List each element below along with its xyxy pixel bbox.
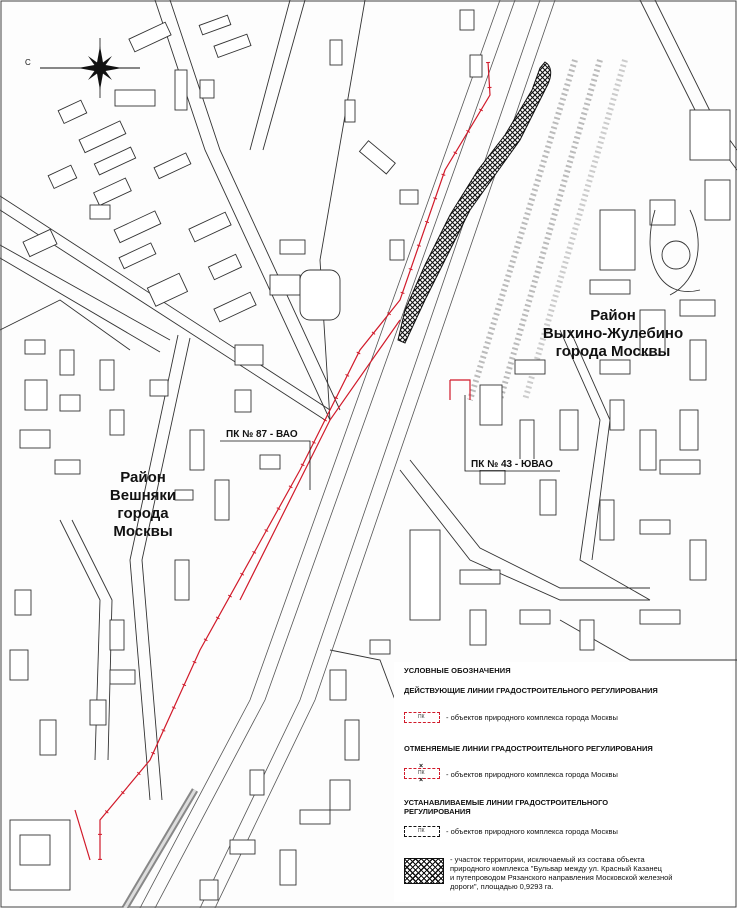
marker-leaders [220, 395, 560, 490]
legend-excluded-line: дороги", площадью 0,9293 га. [450, 882, 554, 891]
marker-label-pk87: ПК № 87 - ВАО [225, 429, 299, 440]
interchange [649, 209, 701, 296]
district-label-veshnyaki: Район Вешняки города Москвы [88, 469, 198, 541]
legend-item-text: - объектов природного комплекса города М… [446, 770, 618, 779]
legend-group-heading: ДЕЙСТВУЮЩИЕ ЛИНИИ ГРАДОСТРОИТЕЛЬНОГО РЕГ… [404, 686, 658, 695]
district-label-line: Выхино-Жулебино [542, 325, 684, 342]
cross-icon: × [419, 763, 424, 770]
legend-excluded-line: и путепроводом Рязанского направления Мо… [450, 873, 673, 882]
excluded-area [397, 61, 552, 344]
legend-swatch-cancelled: ПК × × [404, 763, 440, 784]
legend-excluded-line: природного комплекса "Бульвар между ул. … [450, 864, 662, 873]
active-regulation-line [74, 61, 493, 861]
district-label-vykhino: Район Выхино-Жулебино города Москвы [538, 307, 688, 361]
buildings [9, 9, 731, 901]
legend-group-heading: ОТМЕНЯЕМЫЕ ЛИНИИ ГРАДОСТРОИТЕЛЬНОГО РЕГУ… [404, 744, 653, 753]
legend-title: УСЛОВНЫЕ ОБОЗНАЧЕНИЯ [404, 666, 511, 675]
railway [121, 0, 628, 908]
legend-swatch-established: ПК [404, 826, 440, 837]
compass-north-letter: С [25, 58, 31, 67]
district-label-line: города [117, 505, 169, 522]
district-label-line: Район [120, 469, 166, 486]
district-label-line: города Москвы [555, 343, 671, 360]
district-label-line: Москвы [113, 523, 173, 540]
legend-item-text: - объектов природного комплекса города М… [446, 827, 618, 836]
legend-excluded-text: - участок территории, исключаемый из сос… [450, 855, 730, 891]
legend-swatch-label: ПК [418, 770, 425, 776]
legend-swatch-label: ПК [418, 714, 425, 720]
marker-label-pk43: ПК № 43 - ЮВАО [470, 459, 554, 470]
legend-swatch-active: ПК [404, 712, 440, 723]
legend-item-text: - объектов природного комплекса города М… [446, 713, 618, 722]
legend-group-heading: УСТАНАВЛИВАЕМЫЕ ЛИНИИ ГРАДОСТРОИТЕЛЬНОГО… [404, 798, 609, 816]
map-legend: УСЛОВНЫЕ ОБОЗНАЧЕНИЯ ДЕЙСТВУЮЩИЕ ЛИНИИ Г… [394, 662, 732, 902]
district-label-line: Вешняки [109, 487, 177, 504]
legend-swatch-label: ПК [418, 828, 425, 834]
compass-icon [40, 38, 140, 98]
legend-swatch-excluded [404, 858, 444, 884]
streets [0, 0, 737, 801]
cross-icon: × [419, 777, 424, 784]
district-label-line: Район [590, 307, 636, 324]
legend-excluded-line: - участок территории, исключаемый из сос… [450, 855, 645, 864]
